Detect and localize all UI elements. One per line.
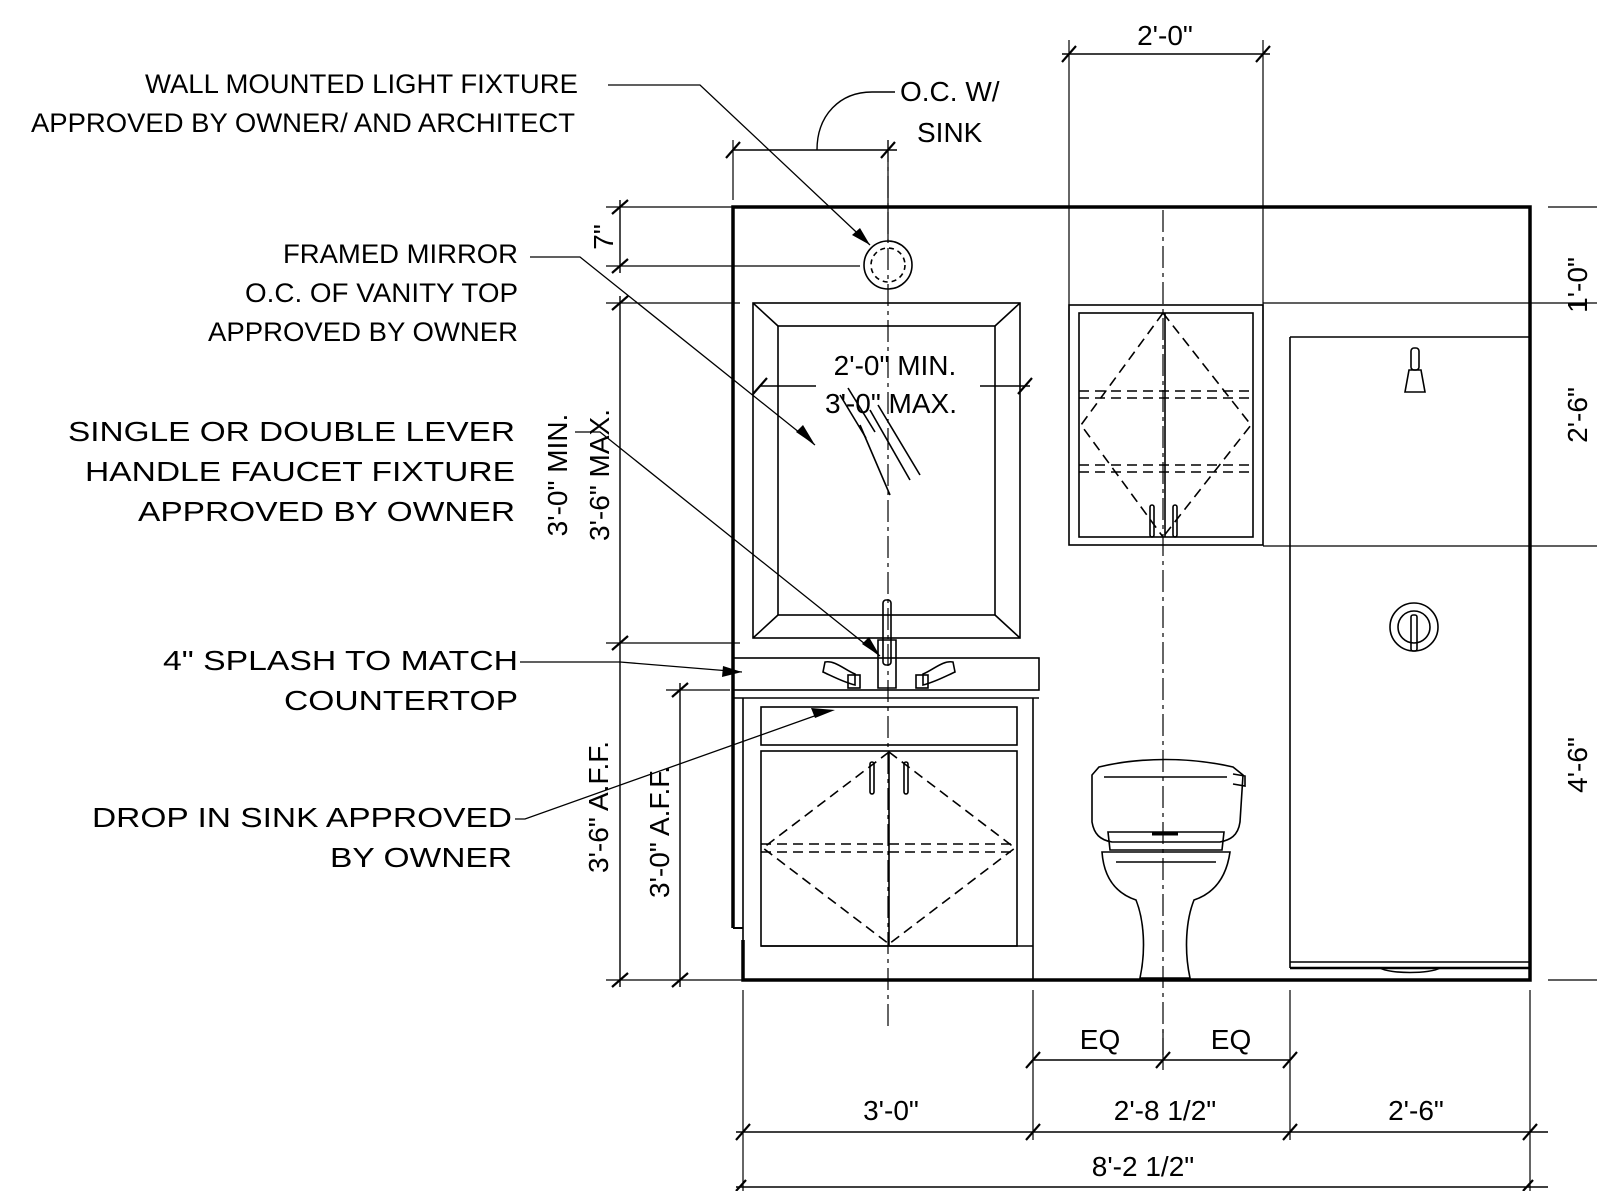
dim-right-top: 1'-0" <box>1562 257 1593 313</box>
dim-light-offset: 7" <box>588 224 619 250</box>
note-mirror-line2: O.C. OF VANITY TOP <box>245 278 518 308</box>
note-mirror-line3: APPROVED BY OWNER <box>208 317 518 347</box>
note-splash-line2: COUNTERTOP <box>284 685 518 716</box>
dim-mirror-width-min: 2'-0" MIN. <box>834 350 957 381</box>
note-oc-line1: O.C. W/ <box>900 76 1000 107</box>
centerlines <box>887 140 1164 1055</box>
dim-right-low: 4'-6" <box>1562 737 1593 793</box>
note-mirror-line1: FRAMED MIRROR <box>283 239 518 269</box>
leader-lines <box>515 84 881 820</box>
framed-mirror <box>752 302 1021 639</box>
note-faucet-line1: SINGLE OR DOUBLE LEVER <box>68 416 515 447</box>
dim-counter-aff: 3'-0" A.F.F. <box>644 766 675 898</box>
note-oc-line2: SINK <box>917 117 983 148</box>
dimension-labels: 2'-0" 7" 2'-0" MIN. 3'-0" MAX. 3'-0" MIN… <box>542 20 1593 1182</box>
note-light-line2: APPROVED BY OWNER/ AND ARCHITECT <box>31 108 575 138</box>
note-faucet-line2: HANDLE FAUCET FIXTURE <box>85 456 515 487</box>
dim-cabinet-width: 2'-0" <box>1137 20 1193 51</box>
wall-outline <box>731 205 1532 982</box>
note-sink-line1: DROP IN SINK APPROVED <box>92 802 512 833</box>
dim-seg-toilet: 2'-8 1/2" <box>1114 1095 1216 1126</box>
vanity-cabinet <box>732 657 1040 980</box>
dimension-lines <box>611 45 1548 1191</box>
toilet <box>1091 758 1246 979</box>
dim-mirror-width-max: 3'-0" MAX. <box>825 388 957 419</box>
note-splash-line1: 4" SPLASH TO MATCH <box>163 645 518 676</box>
dim-overall: 8'-2 1/2" <box>1092 1151 1194 1182</box>
note-sink-line2: BY OWNER <box>330 842 512 873</box>
faucet-fixture <box>822 599 956 689</box>
wall-cabinet <box>1068 304 1264 546</box>
dim-eq-left: EQ <box>1080 1024 1120 1055</box>
dim-mirror-bottom-aff: 3'-6" A.F.F. <box>583 741 614 873</box>
extension-lines <box>606 40 1597 1191</box>
dim-right-mid: 2'-6" <box>1562 387 1593 443</box>
dim-mirror-height-min: 3'-0" MIN. <box>542 414 573 537</box>
dim-mirror-height-max: 3'-6" MAX. <box>584 409 615 541</box>
note-light-line1: WALL MOUNTED LIGHT FIXTURE <box>145 69 578 99</box>
note-faucet-line3: APPROVED BY OWNER <box>138 496 515 527</box>
shower-unit <box>1289 336 1530 974</box>
leader-arrowheads <box>722 228 880 718</box>
wall-light-fixture <box>863 240 913 290</box>
dim-eq-right: EQ <box>1211 1024 1251 1055</box>
annotation-notes: WALL MOUNTED LIGHT FIXTURE APPROVED BY O… <box>31 69 1000 873</box>
dim-seg-vanity: 3'-0" <box>863 1095 919 1126</box>
dim-seg-shower: 2'-6" <box>1388 1095 1444 1126</box>
